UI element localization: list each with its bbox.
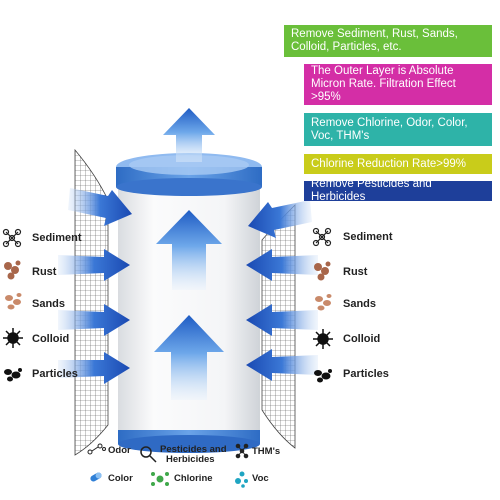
left-mesh [74, 148, 109, 456]
right-particles-icon [314, 369, 332, 383]
color-icon [90, 472, 102, 482]
left-label-colloid: Colloid [32, 333, 70, 345]
right-label-sands: Sands [343, 298, 377, 310]
info-box-chlorine: Remove Chlorine, Odor, Color, Voc, THM's [304, 113, 492, 146]
left-label-rust: Rust [32, 266, 57, 278]
left-colloid-icon [3, 328, 23, 348]
right-label-colloid: Colloid [343, 333, 381, 345]
right-colloid-icon [313, 329, 333, 349]
top-outflow-arrow [163, 108, 215, 162]
left-sands-icon [5, 293, 22, 310]
info-box-sediment: Remove Sediment, Rust, Sands, Colloid, P… [284, 25, 492, 57]
label-chlorine: Chlorine [174, 473, 213, 484]
left-particles-icon [4, 368, 22, 382]
right-label-rust: Rust [343, 266, 368, 278]
label-color: Color [108, 473, 133, 484]
left-sediment-icon [2, 228, 22, 248]
label-voc: Voc [252, 473, 269, 484]
right-label-particles: Particles [343, 368, 389, 380]
label-odor: Odor [108, 445, 131, 456]
info-box-outer-layer: The Outer Layer is Absolute Micron Rate.… [304, 64, 492, 105]
label-thms: THM's [252, 446, 281, 457]
odor-icon [87, 443, 106, 455]
inner-up-arrow-2 [154, 315, 224, 400]
right-sediment-icon [312, 227, 332, 247]
label-pesticides-line2: Herbicides [166, 454, 215, 465]
left-inflow-arrows [58, 188, 132, 384]
chlorine-icon [151, 472, 169, 486]
voc-icon [235, 471, 248, 488]
right-rust-icon [314, 261, 331, 281]
thms-icon [235, 443, 249, 459]
left-label-sands: Sands [32, 298, 66, 310]
inner-up-arrow-1 [156, 210, 222, 290]
left-rust-icon [4, 260, 21, 280]
pesticides-icon [140, 446, 157, 463]
right-label-sediment: Sediment [343, 231, 393, 243]
right-sands-icon [315, 294, 332, 311]
label-pesticides-line1: Pesticides and [160, 444, 227, 455]
left-label-particles: Particles [32, 368, 78, 380]
left-label-sediment: Sediment [32, 232, 82, 244]
filter-cartridge [116, 153, 262, 453]
info-box-pesticides: Remove Pesticides and Herbicides [304, 178, 492, 203]
right-inflow-arrows [246, 200, 318, 381]
info-box-chlorine-rate: Chlorine Reduction Rate>99% [304, 154, 492, 174]
